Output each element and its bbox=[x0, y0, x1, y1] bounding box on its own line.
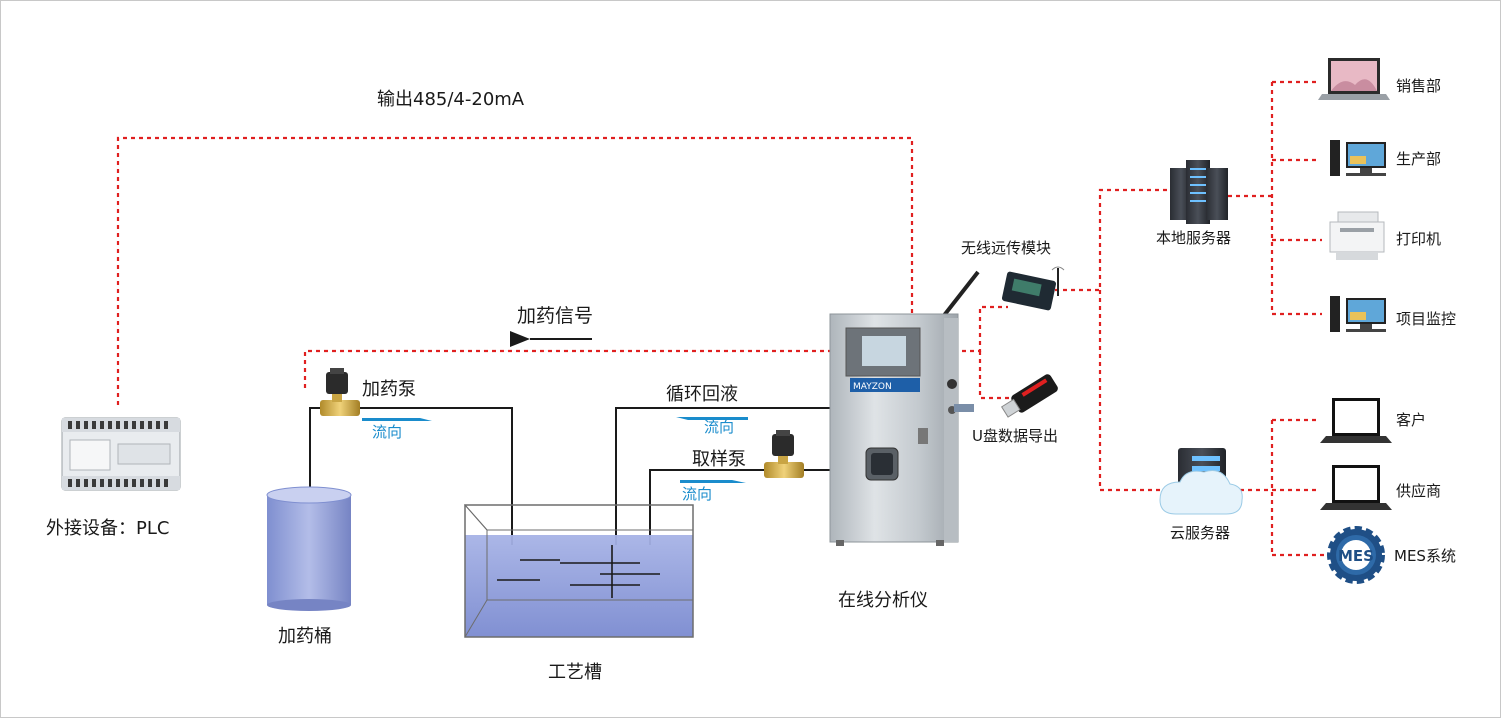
desktop-computer-icon-monitor bbox=[1330, 296, 1386, 332]
analyzer-brand-label: MAYZON bbox=[853, 382, 892, 392]
circulation-return-label: 循环回液 bbox=[666, 384, 738, 405]
mes-badge-label: MES bbox=[1338, 547, 1374, 565]
wireless-label: 无线远传模块 bbox=[961, 239, 1051, 257]
signal-lines bbox=[116, 80, 1330, 557]
cloud-server-label: 云服务器 bbox=[1170, 524, 1230, 542]
valve-pump-icon bbox=[320, 368, 360, 416]
mes-label: MES系统 bbox=[1394, 547, 1456, 565]
sampling-pump-label: 取样泵 bbox=[692, 449, 746, 470]
production-label: 生产部 bbox=[1396, 150, 1441, 168]
dosing-tank-label: 加药桶 bbox=[278, 626, 332, 647]
process-tank-label: 工艺槽 bbox=[548, 662, 602, 683]
monitor-label: 项目监控 bbox=[1396, 310, 1456, 328]
cloud-server-icon bbox=[1159, 448, 1243, 515]
plc-icon bbox=[61, 417, 181, 491]
desktop-computer-icon bbox=[1330, 140, 1386, 176]
usb-drive-icon bbox=[1000, 374, 1058, 418]
plc-label: 外接设备：PLC bbox=[46, 518, 169, 539]
local-server-label: 本地服务器 bbox=[1156, 229, 1231, 247]
laptop-icon bbox=[1318, 58, 1390, 100]
dosing-pump-label: 加药泵 bbox=[362, 379, 416, 400]
flow-label-3: 流向 bbox=[682, 485, 712, 503]
analyzer-cabinet-icon: MAYZON bbox=[829, 270, 980, 546]
laptop-icon-customer bbox=[1320, 398, 1392, 443]
sampling-pump-icon bbox=[764, 430, 804, 478]
supplier-label: 供应商 bbox=[1396, 482, 1441, 500]
analyzer-label: 在线分析仪 bbox=[838, 590, 928, 611]
server-rack-icon bbox=[1170, 160, 1228, 224]
output-signal-label: 输出485/4-20mA bbox=[377, 89, 525, 110]
sales-label: 销售部 bbox=[1396, 77, 1441, 95]
pipes bbox=[309, 407, 832, 545]
usb-label: U盘数据导出 bbox=[972, 427, 1058, 445]
printer-icon bbox=[1329, 211, 1385, 260]
flow-label-2: 流向 bbox=[704, 418, 734, 436]
flow-arrows bbox=[362, 417, 748, 483]
customer-label: 客户 bbox=[1396, 411, 1426, 429]
printer-label: 打印机 bbox=[1396, 230, 1441, 248]
mes-gear-icon: MES bbox=[1327, 526, 1385, 584]
wireless-module-icon bbox=[1001, 266, 1065, 311]
laptop-icon-supplier bbox=[1320, 465, 1392, 510]
labels: 输出485/4-20mA 加药信号 外接设备：PLC 加药泵 流向 加药桶 工艺… bbox=[46, 77, 1456, 683]
flow-label-1: 流向 bbox=[372, 423, 402, 441]
dosing-signal-label: 加药信号 bbox=[517, 305, 593, 327]
tank-icon bbox=[463, 504, 694, 638]
bucket-icon bbox=[266, 486, 352, 611]
